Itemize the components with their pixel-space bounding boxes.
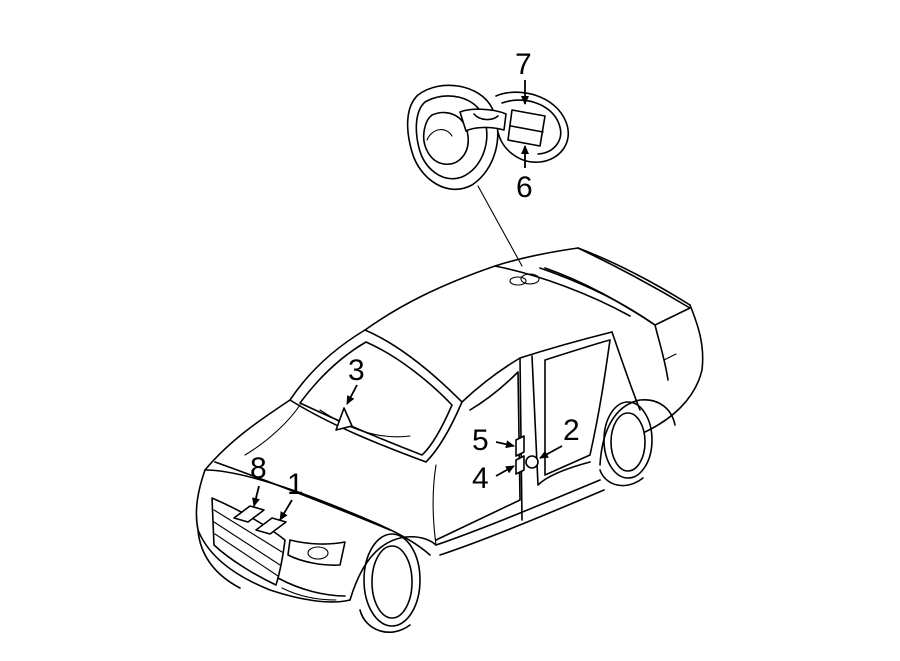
pillar-label-4 — [515, 455, 525, 475]
pillar-label-2 — [525, 455, 539, 469]
callout-numbers: 7 6 3 5 4 2 8 1 — [250, 48, 580, 501]
callout-3: 3 — [348, 354, 365, 387]
callout-2: 2 — [563, 414, 580, 447]
callout-arrows — [252, 80, 563, 521]
callout-7: 7 — [515, 48, 532, 81]
car-body — [195, 247, 704, 634]
hood-label-1 — [255, 517, 287, 535]
fuel-door-inset — [406, 84, 570, 191]
hood-label-8 — [233, 505, 265, 523]
callout-5: 5 — [472, 424, 489, 457]
part-labels — [233, 407, 539, 535]
windshield-label-3 — [335, 407, 353, 431]
callout-1: 1 — [287, 468, 304, 501]
callout-8: 8 — [250, 452, 267, 485]
pillar-label-5 — [515, 435, 525, 457]
callout-6: 6 — [516, 171, 533, 204]
callout-4: 4 — [472, 462, 489, 495]
inset-leader-line — [477, 185, 523, 267]
